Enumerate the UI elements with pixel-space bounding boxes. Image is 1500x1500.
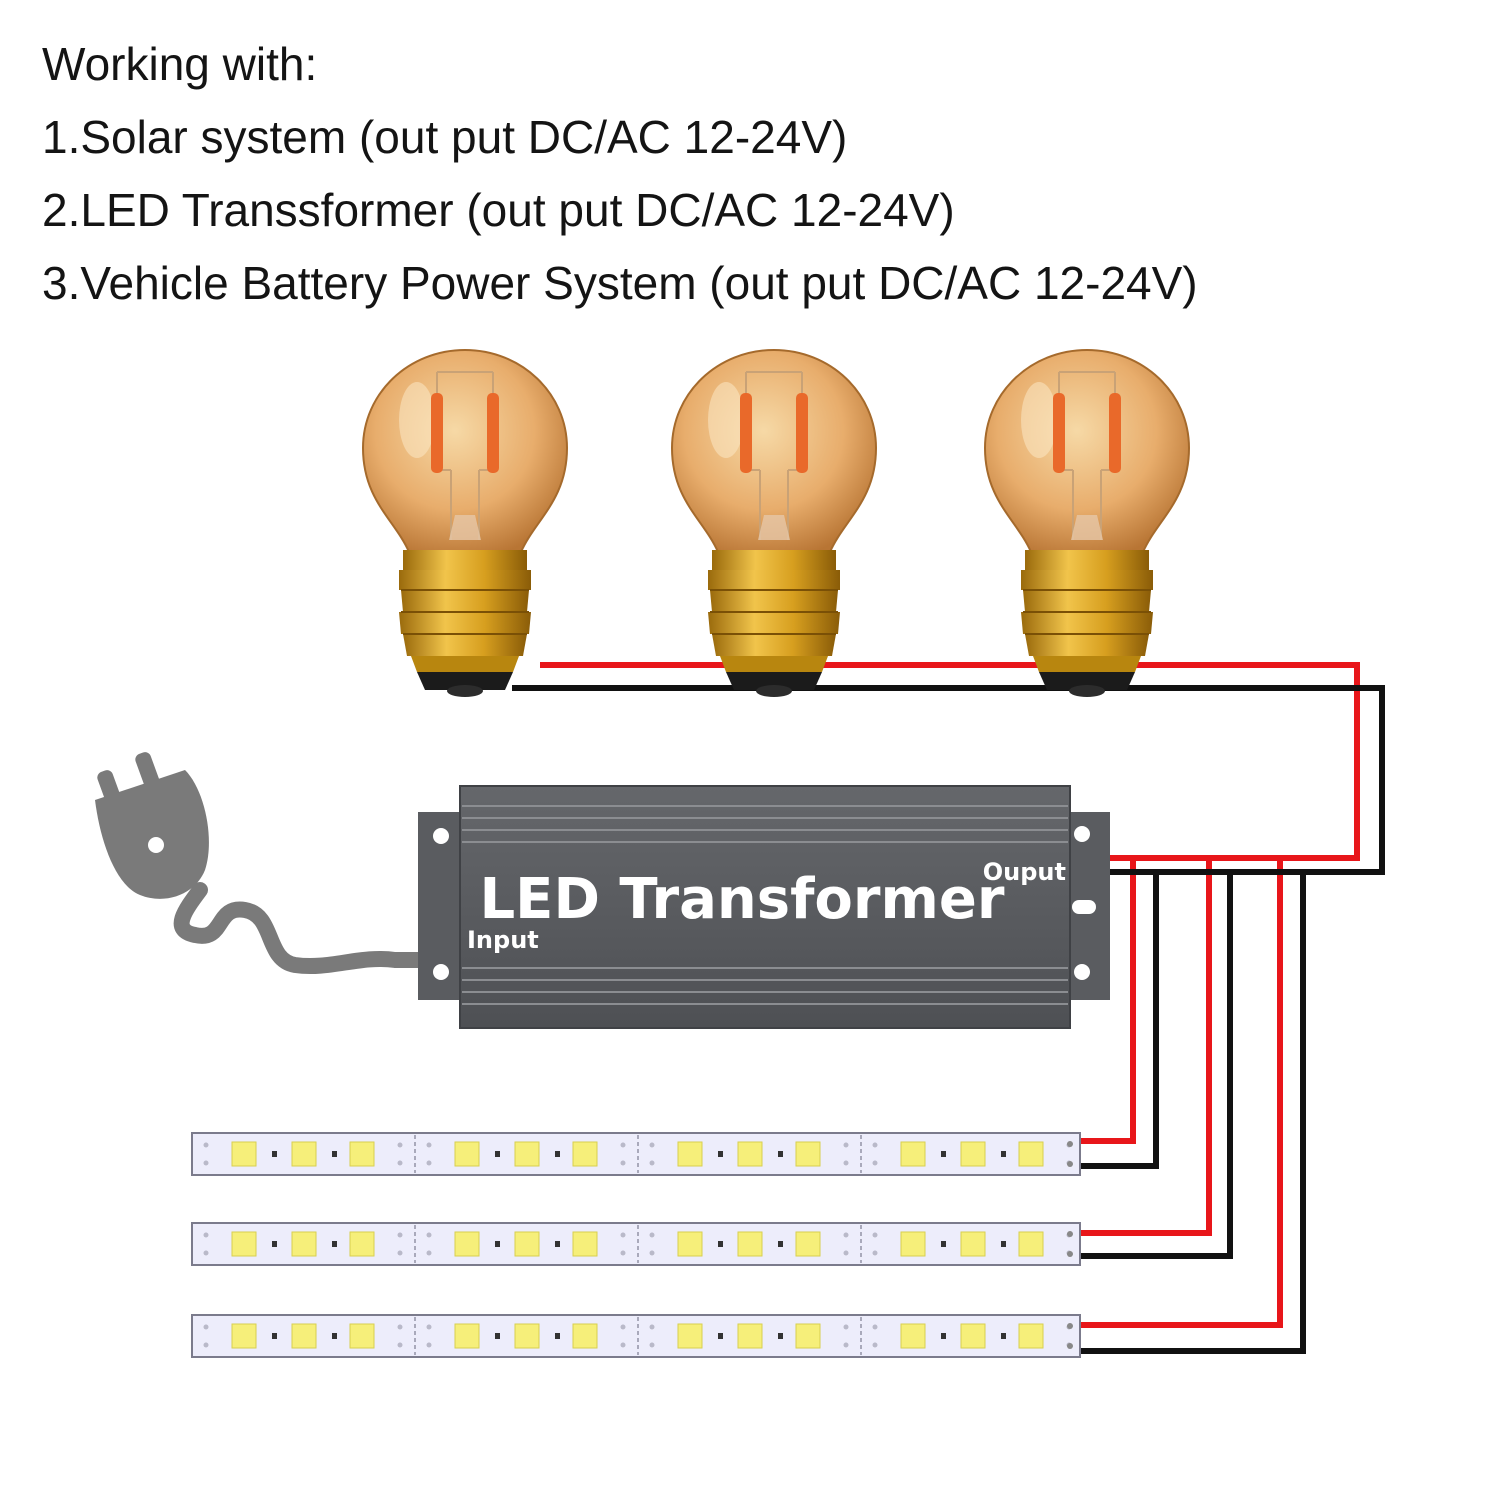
led-transformer: LED Transformer Input Ouput	[418, 785, 1110, 1029]
led-chip	[795, 1141, 821, 1167]
led-chip	[349, 1231, 375, 1257]
led-chip	[737, 1231, 763, 1257]
led-chip	[291, 1141, 317, 1167]
bulb-3	[984, 349, 1190, 698]
led-chip	[514, 1231, 540, 1257]
strip3-negative-wire	[1080, 869, 1306, 1354]
led-chip	[514, 1323, 540, 1349]
led-chip	[454, 1323, 480, 1349]
transformer-left-flange	[418, 812, 462, 1000]
led-chip	[677, 1231, 703, 1257]
led-chip	[1018, 1323, 1044, 1349]
led-strip-3	[191, 1314, 1081, 1358]
led-chip	[900, 1323, 926, 1349]
led-strip-1	[191, 1132, 1081, 1176]
bulb-2	[671, 349, 877, 698]
led-strip-2	[191, 1222, 1081, 1266]
led-chip	[349, 1141, 375, 1167]
transformer-input-label: Input	[467, 926, 539, 954]
led-chip	[1018, 1141, 1044, 1167]
led-chip	[900, 1141, 926, 1167]
led-chip	[231, 1323, 257, 1349]
led-chip	[960, 1323, 986, 1349]
strip2-positive-wire	[1080, 855, 1212, 1236]
led-chip	[454, 1141, 480, 1167]
led-chip	[960, 1141, 986, 1167]
led-chip	[900, 1231, 926, 1257]
led-chip	[677, 1141, 703, 1167]
power-cord	[173, 882, 433, 974]
led-chip	[231, 1231, 257, 1257]
strip2-negative-wire	[1080, 869, 1233, 1259]
strip3-positive-wire	[1080, 855, 1283, 1328]
led-chip	[737, 1141, 763, 1167]
led-chip	[454, 1231, 480, 1257]
led-chip	[677, 1323, 703, 1349]
plug-body	[95, 770, 209, 899]
transformer-output-label: Ouput	[983, 858, 1066, 886]
led-chip	[291, 1231, 317, 1257]
led-chip	[514, 1141, 540, 1167]
led-chip	[795, 1323, 821, 1349]
led-chip	[1018, 1231, 1044, 1257]
strip-wires	[1072, 855, 1306, 1354]
power-plug	[95, 752, 433, 974]
led-chip	[572, 1323, 598, 1349]
led-chip	[231, 1141, 257, 1167]
led-chip	[291, 1323, 317, 1349]
intro-item-vehicle: 3.Vehicle Battery Power System (out put …	[42, 257, 1198, 309]
intro-text: Working with: 1.Solar system (out put DC…	[42, 28, 1462, 320]
led-chip	[737, 1323, 763, 1349]
led-chip	[572, 1141, 598, 1167]
intro-item-transformer: 2.LED Transsformer (out put DC/AC 12-24V…	[42, 184, 955, 236]
led-strips	[191, 1132, 1081, 1358]
led-chip	[349, 1323, 375, 1349]
transformer-title: LED Transformer	[480, 867, 1005, 932]
intro-heading: Working with:	[42, 38, 318, 90]
led-chip	[960, 1231, 986, 1257]
intro-item-solar: 1.Solar system (out put DC/AC 12-24V)	[42, 111, 848, 163]
led-chip	[795, 1231, 821, 1257]
bulb-1	[362, 349, 568, 698]
led-chip	[572, 1231, 598, 1257]
strip1-negative-wire	[1072, 869, 1159, 1169]
